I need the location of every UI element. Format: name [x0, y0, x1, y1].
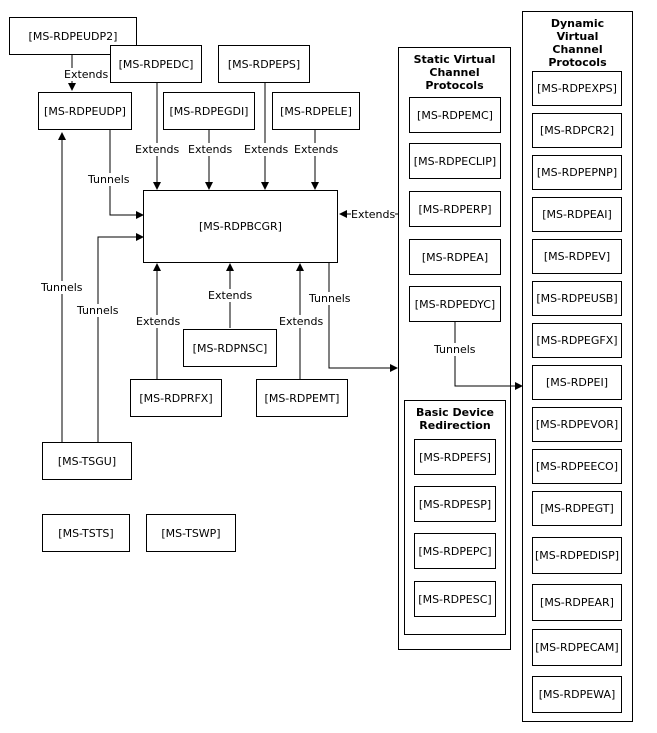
dynamic-item-rdpcr2[interactable]: [MS-RDPCR2] — [532, 113, 622, 148]
label-tunnels-tsgu-udp: Tunnels — [41, 281, 83, 294]
label-extends-static: Extends — [351, 208, 396, 221]
static-item-rdpeclip[interactable]: [MS-RDPECLIP] — [409, 143, 501, 179]
static-item-rdpedyc[interactable]: [MS-RDPEDYC] — [409, 286, 501, 322]
dynamic-item-rdpeusb[interactable]: [MS-RDPEUSB] — [532, 281, 622, 316]
basic-item-rdpepc[interactable]: [MS-RDPEPC] — [414, 533, 496, 569]
label-tunnels-bcgr: Tunnels — [309, 292, 351, 305]
dynamic-item-rdpecam[interactable]: [MS-RDPECAM] — [532, 629, 622, 666]
dynamic-item-rdpev[interactable]: [MS-RDPEV] — [532, 239, 622, 274]
label-extends-dc: Extends — [135, 143, 180, 156]
dynamic-item-rdpexps[interactable]: [MS-RDPEXPS] — [532, 71, 622, 106]
tsgu-box[interactable]: [MS-TSGU] — [42, 442, 132, 480]
dynamic-item-rdpegt[interactable]: [MS-RDPEGT] — [532, 491, 622, 526]
rdpeudp-box[interactable]: [MS-RDPEUDP] — [38, 92, 132, 130]
label-extends-nsc: Extends — [208, 289, 253, 302]
label-tunnels-udp: Tunnels — [88, 173, 130, 186]
rdpegdi-box[interactable]: [MS-RDPEGDI] — [163, 92, 255, 130]
tsts-box[interactable]: [MS-TSTS] — [42, 514, 130, 552]
rdpedc-box[interactable]: [MS-RDPEDC] — [110, 45, 202, 83]
rdpnsc-box[interactable]: [MS-RDPNSC] — [183, 329, 277, 367]
static-item-rdperp[interactable]: [MS-RDPERP] — [409, 191, 501, 227]
label-extends-mt: Extends — [279, 315, 324, 328]
label-tunnels-dyc: Tunnels — [434, 343, 476, 356]
dynamic-item-rdpegfx[interactable]: [MS-RDPEGFX] — [532, 323, 622, 358]
static-item-rdpea[interactable]: [MS-RDPEA] — [409, 239, 501, 275]
dynamic-group-title: Dynamic Virtual Channel Protocols — [548, 17, 607, 69]
basic-device-redirection-group: Basic Device Redirection — [404, 400, 506, 635]
label-extends-rfx: Extends — [136, 315, 181, 328]
static-item-rdpemc[interactable]: [MS-RDPEMC] — [409, 97, 501, 133]
dynamic-item-rdpeeco[interactable]: [MS-RDPEECO] — [532, 449, 622, 484]
dynamic-virtual-channel-group: Dynamic Virtual Channel Protocols — [522, 11, 633, 722]
dynamic-item-rdpepnp[interactable]: [MS-RDPEPNP] — [532, 155, 622, 190]
basic-item-rdpesc[interactable]: [MS-RDPESC] — [414, 581, 496, 617]
basic-item-rdpefs[interactable]: [MS-RDPEFS] — [414, 439, 496, 475]
dynamic-item-rdpevor[interactable]: [MS-RDPEVOR] — [532, 407, 622, 442]
label-extends-ps: Extends — [244, 143, 289, 156]
basic-item-rdpesp[interactable]: [MS-RDPESP] — [414, 486, 496, 522]
rdprfx-box[interactable]: [MS-RDPRFX] — [130, 379, 222, 417]
label-extends-gdi: Extends — [188, 143, 233, 156]
dynamic-item-rdpedisp[interactable]: [MS-RDPEDISP] — [532, 537, 622, 574]
dynamic-item-rdpear[interactable]: [MS-RDPEAR] — [532, 584, 622, 621]
dynamic-item-rdpei[interactable]: [MS-RDPEI] — [532, 365, 622, 400]
dynamic-item-rdpewa[interactable]: [MS-RDPEWA] — [532, 676, 622, 713]
label-tunnels-tsgu-bcgr: Tunnels — [77, 304, 119, 317]
rdpele-box[interactable]: [MS-RDPELE] — [272, 92, 360, 130]
static-group-title: Static Virtual Channel Protocols — [413, 53, 496, 92]
tswp-box[interactable]: [MS-TSWP] — [146, 514, 236, 552]
rdpeps-box[interactable]: [MS-RDPEPS] — [218, 45, 310, 83]
static-virtual-channel-group: Static Virtual Channel Protocols — [398, 47, 511, 650]
dynamic-item-rdpeai[interactable]: [MS-RDPEAI] — [532, 197, 622, 232]
label-extends-le: Extends — [294, 143, 339, 156]
rdpbcgr-box[interactable]: [MS-RDPBCGR] — [143, 190, 338, 263]
rdpemt-box[interactable]: [MS-RDPEMT] — [256, 379, 348, 417]
label-extends-udp2: Extends — [64, 68, 109, 81]
basic-group-title: Basic Device Redirection — [416, 406, 494, 432]
